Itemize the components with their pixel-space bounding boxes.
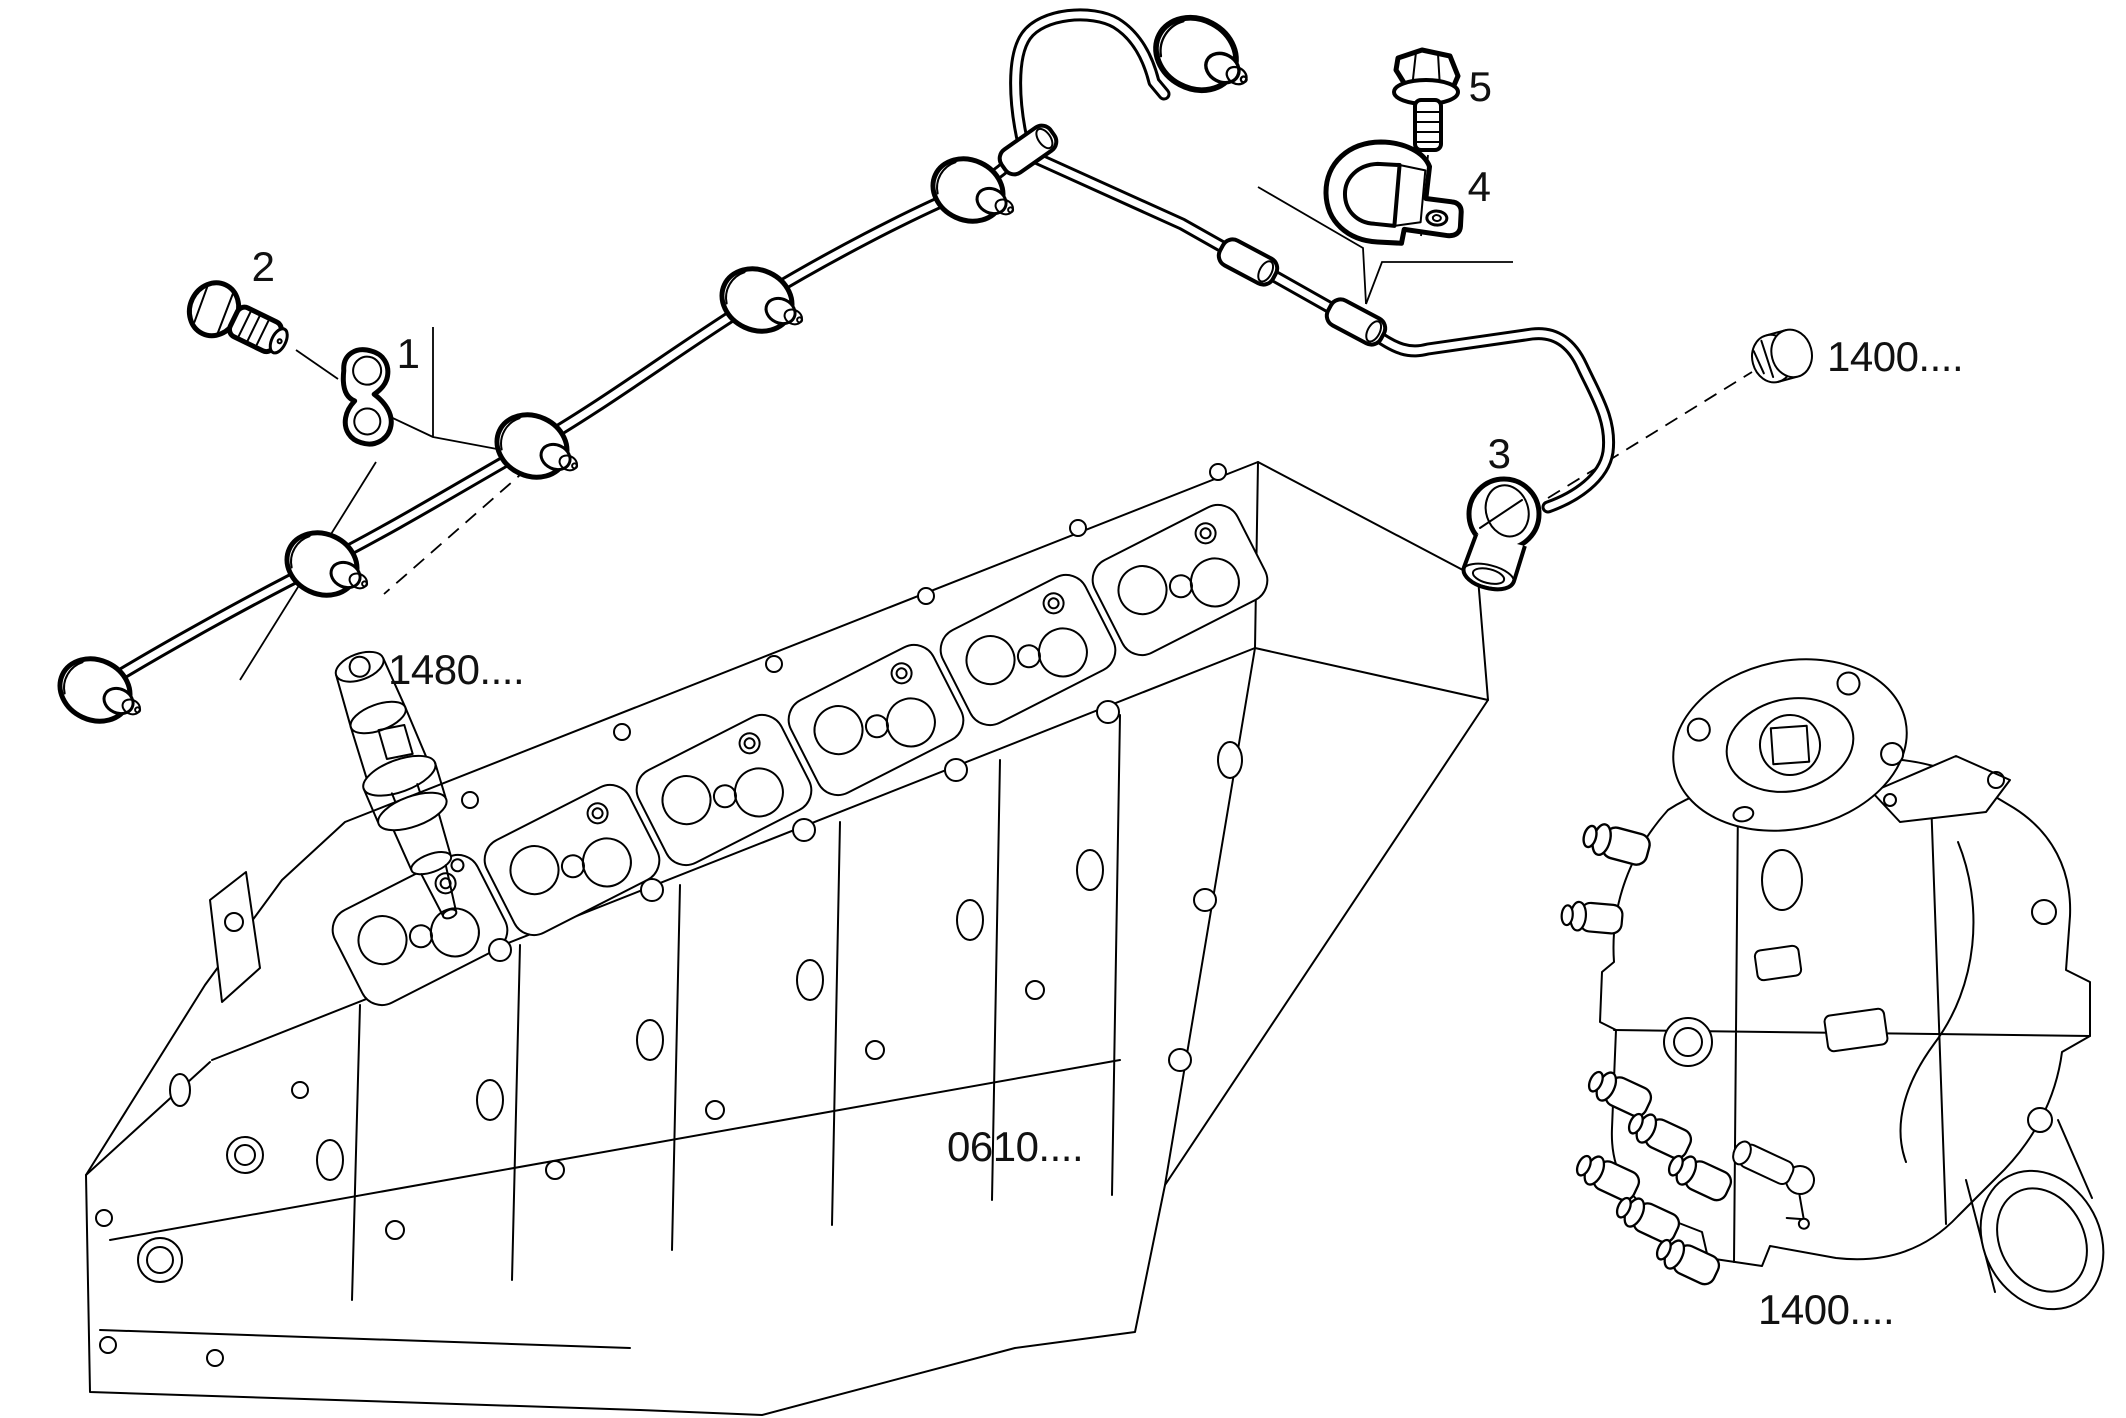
clamp-block-4 (1323, 139, 1464, 246)
ref-pump-nut-label: 1400.... (1827, 333, 1963, 380)
pump-inlet-stub (1579, 818, 1654, 869)
ref-injector-label: 1480.... (388, 646, 524, 693)
ref-injection-pump-label: 1400.... (1758, 1286, 1894, 1333)
head-studs (461, 463, 1227, 962)
nut-dashed-line (1547, 371, 1753, 499)
pipe-sleeve (1215, 236, 1281, 289)
head-bracket (209, 871, 261, 1003)
union-screw-2 (186, 280, 289, 355)
injection-pump-drawing (1559, 658, 2105, 1311)
head-front-holes (316, 741, 1243, 1240)
pipe-sleeve (1323, 296, 1389, 349)
loose-parts (186, 47, 1813, 447)
clamp-screw-5 (1392, 47, 1461, 152)
injection-pipes-drawing (50, 4, 1616, 738)
head-left-end (95, 1073, 309, 1367)
callout-3-label: 3 (1488, 430, 1511, 477)
banjo-fitting-3 (1461, 476, 1542, 592)
pump-solenoid (1732, 1140, 1815, 1230)
fuel-injector-drawing (334, 650, 465, 920)
pump-top-dome (1672, 658, 1908, 832)
pump-inlet-stub (1559, 899, 1625, 936)
cylinder-head-drawing (85, 461, 1489, 1416)
pump-union-nut (1751, 328, 1813, 384)
ref-cylinder-head-label: 0610.... (947, 1123, 1083, 1170)
callout-4-label: 4 (1468, 163, 1491, 210)
callout-2-label: 2 (252, 243, 275, 290)
callout-1-label: 1 (397, 330, 420, 377)
cylinder-stations (331, 503, 1269, 1007)
section-dashed-line (383, 467, 529, 595)
clamp-plate-1 (340, 347, 394, 447)
pump-distributor-head (1965, 1119, 2105, 1311)
callout-5-label: 5 (1469, 63, 1492, 110)
labels: 1 2 3 4 5 1480.... 0610.... 1400.... 140… (252, 63, 1964, 1333)
